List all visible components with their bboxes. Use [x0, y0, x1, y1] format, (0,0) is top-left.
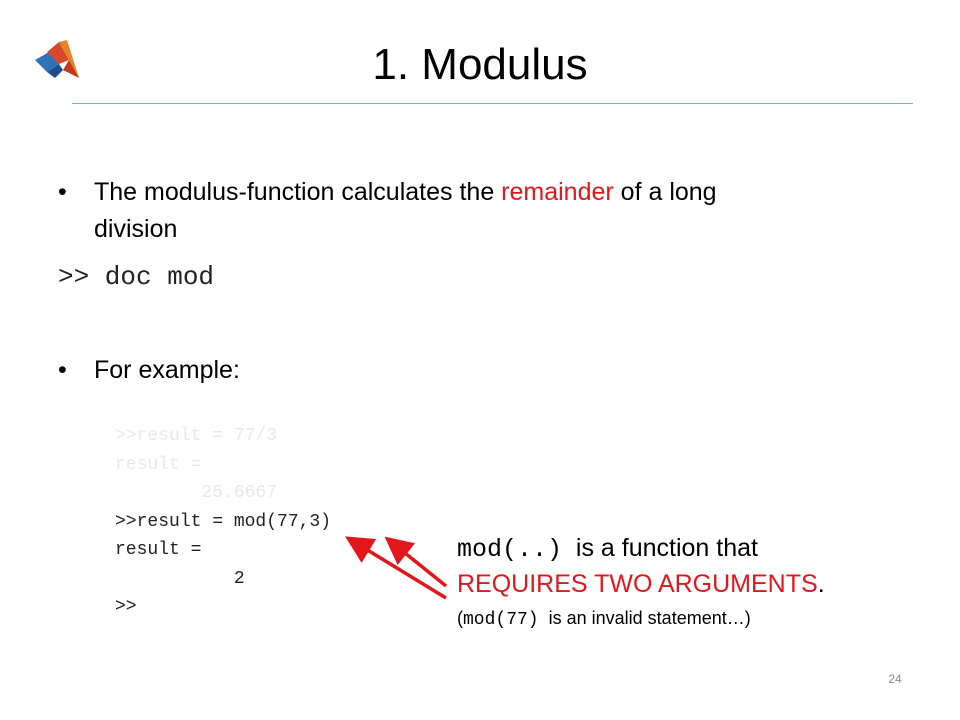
- code-line: 2: [115, 568, 245, 589]
- bullet-text-before: The modulus-function calculates the: [94, 178, 502, 206]
- code-line: result =: [115, 540, 202, 560]
- mod-code-term: mod(..): [457, 535, 563, 564]
- matlab-logo-icon: [35, 40, 79, 78]
- page-number: 24: [888, 672, 902, 686]
- slide-title: 1. Modulus: [372, 40, 588, 89]
- code-line-faded: 25.6667: [115, 483, 278, 503]
- bullet-icon: •: [58, 178, 67, 206]
- bullet-text-after: of a long: [613, 178, 717, 206]
- code-line: >>result = mod(77,3): [115, 511, 332, 532]
- annotation-period: .: [817, 570, 825, 598]
- bullet-text-line-1: The modulus-function calculates the rema…: [94, 174, 717, 211]
- remainder-highlight: remainder: [501, 178, 614, 206]
- annotation-invalid-text: is an invalid statement…): [538, 608, 751, 628]
- annotation-paren: (: [457, 608, 463, 628]
- annotation-text: is a function that: [562, 534, 758, 562]
- bullet-text: For example:: [94, 356, 240, 384]
- bullet-text-line-2: division: [94, 215, 178, 243]
- annotation-line-2: REQUIRES TWO ARGUMENTS.: [457, 566, 825, 602]
- bullet-icon: •: [58, 356, 67, 384]
- requires-two-arguments-text: REQUIRES TWO ARGUMENTS: [457, 570, 818, 598]
- annotation-line-1: mod(..) is a function that: [457, 530, 758, 568]
- title-divider: [72, 103, 913, 104]
- mod77-code-term: mod(77): [463, 610, 539, 630]
- doc-mod-command: >> doc mod: [58, 262, 215, 292]
- code-line-faded: result =: [115, 454, 202, 475]
- code-line-faded: >>result = 77/3: [115, 426, 278, 446]
- annotation-line-3: (mod(77) is an invalid statement…): [457, 604, 751, 634]
- code-line: >>: [115, 597, 137, 617]
